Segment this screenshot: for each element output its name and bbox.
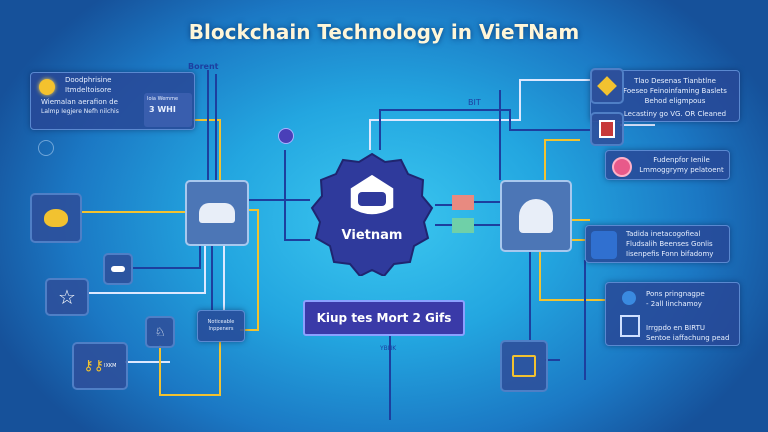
drop-icon bbox=[38, 140, 54, 156]
keys-label: IXKM bbox=[104, 363, 117, 369]
node-green bbox=[452, 218, 474, 233]
info-panel-bottom-right: Pons pringnagpe - 2all Iinchamoy Irrgpdo… bbox=[605, 282, 740, 346]
page-title: Blockchain Technology in VieTNam bbox=[188, 20, 580, 44]
lock-icon bbox=[278, 128, 294, 144]
sub-box: Ioia Wemme 3 WHI bbox=[144, 93, 192, 127]
tag-label: Borent bbox=[188, 62, 219, 71]
badge-label: Vietnam bbox=[341, 228, 403, 243]
panel-text: Fludsalih Beenses Gonlis bbox=[626, 240, 713, 248]
panel-text: Lmmoggrymy pelatoent bbox=[639, 166, 724, 174]
person-icon-box bbox=[500, 180, 572, 252]
node-pink bbox=[452, 195, 474, 210]
device-icon bbox=[512, 355, 536, 377]
bit-tag: BIT bbox=[468, 98, 481, 107]
mask-icon-box: ♘ bbox=[145, 316, 175, 348]
keys-icon: ⚷⚷ bbox=[83, 358, 104, 374]
panel-text-3: Wiemalan aerafion de bbox=[41, 98, 118, 106]
device-icon-box bbox=[500, 340, 548, 392]
noticeable-box: Noticeable Inppeners bbox=[197, 310, 245, 342]
sun-icon bbox=[39, 79, 55, 95]
info-panel-pink: Fudenpfor Ienile Lmmoggrymy pelatoent bbox=[605, 150, 730, 180]
panel-text: Iisenpefis Fonn bifadomy bbox=[626, 250, 714, 258]
people-icon-box bbox=[185, 180, 249, 246]
panel-text-2: Itmdeltoisore bbox=[65, 86, 112, 94]
mask-icon: ♘ bbox=[154, 325, 166, 339]
coin-icon bbox=[622, 291, 636, 305]
car-icon bbox=[111, 266, 125, 272]
people-icon bbox=[199, 203, 235, 223]
target-icon bbox=[612, 157, 632, 177]
panel-text: Sentoe iaffachung pead bbox=[646, 334, 730, 342]
picture-icon-box bbox=[590, 112, 624, 146]
bottom-tag: YBNK bbox=[380, 345, 397, 352]
ethereum-icon bbox=[591, 231, 617, 259]
document-icon bbox=[620, 315, 640, 337]
info-panel-blue: Tadida inetacogofieal Fludsalih Beenses … bbox=[585, 225, 730, 263]
diamond-icon bbox=[597, 76, 617, 96]
keys-icon-box: ⚷⚷ IXKM bbox=[72, 342, 128, 390]
duck-icon-box bbox=[30, 193, 82, 243]
star-icon: ☆ bbox=[58, 285, 76, 309]
center-banner: Kiup tes Mort 2 Gifs bbox=[303, 300, 465, 336]
panel-text: Foeseo Feinoinfaming Baslets bbox=[623, 87, 727, 95]
panel-text: Tadida inetacogofieal bbox=[626, 230, 701, 238]
sub-box-text: 3 WHI bbox=[149, 105, 176, 114]
diamond-icon-box bbox=[590, 68, 624, 104]
panel-text: Behod eligmpous bbox=[644, 97, 706, 105]
panel-text: Pons pringnagpe bbox=[646, 290, 705, 298]
panel-text-1: Doodphrisine bbox=[65, 76, 112, 84]
person-icon bbox=[519, 199, 553, 233]
panel-text-4: Lalmp Iegjere Nefh nilchis bbox=[41, 108, 119, 115]
panel-text: - 2all Iinchamoy bbox=[646, 300, 702, 308]
duck-icon bbox=[44, 209, 68, 227]
sub-box-title: Ioia Wemme bbox=[147, 96, 179, 102]
panel-text: Fudenpfor Ienile bbox=[653, 156, 710, 164]
car-icon-box bbox=[103, 253, 133, 285]
vietnam-badge bbox=[310, 152, 434, 276]
picture-icon bbox=[599, 120, 615, 138]
panel-text: Lecastiny go VG. OR Cleaned bbox=[623, 110, 727, 118]
info-panel-top-left: Doodphrisine Itmdeltoisore Wiemalan aera… bbox=[30, 72, 195, 130]
panel-text: Tlao Desenas Tianbtlne bbox=[634, 77, 716, 85]
panel-text: Irrgpdo en BIRTU bbox=[646, 324, 706, 332]
star-icon-box: ☆ bbox=[45, 278, 89, 316]
